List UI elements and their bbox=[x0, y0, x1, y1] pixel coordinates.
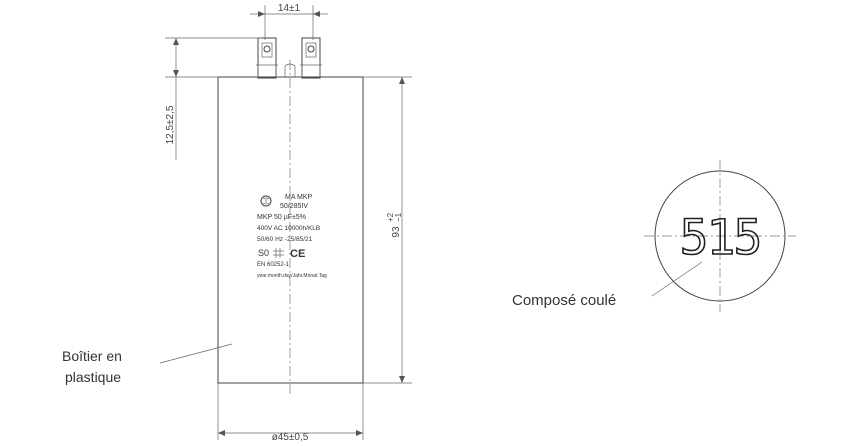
top-view-code: 515 bbox=[680, 210, 761, 266]
housing-leader-line bbox=[159, 343, 233, 364]
housing-label-line2: plastique bbox=[65, 369, 121, 385]
capacitor-body bbox=[217, 76, 364, 384]
marking-line4: 400V AC 10000h/KLB bbox=[257, 225, 320, 232]
marking-date-format: year.month.day/Jahr.Monat.Tag bbox=[257, 273, 327, 279]
marking-standard: EN 60252-1 bbox=[257, 262, 290, 268]
dim-terminal-height-text: 12,5±2,5 bbox=[165, 105, 176, 144]
marking-line3: MKP 50 µF±5% bbox=[257, 214, 306, 221]
ce-mark: CE bbox=[290, 248, 305, 260]
terminal-left bbox=[256, 37, 278, 79]
marking-s0: S0 bbox=[258, 248, 269, 258]
dim-height-text: 93 bbox=[391, 226, 402, 238]
marking-line1: MA MKP bbox=[285, 194, 313, 201]
compound-leader-line bbox=[651, 261, 703, 297]
center-tab bbox=[284, 63, 296, 77]
dimension-terminal-height: 12,5±2,5 bbox=[165, 37, 262, 160]
dim-height-tol-lower: −1 bbox=[394, 212, 403, 222]
compound-label: Composé coulé bbox=[512, 292, 616, 309]
top-view: 515 bbox=[644, 160, 796, 312]
manufacturer-logo-icon bbox=[260, 195, 272, 207]
dim-terminal-spacing-text: 14±1 bbox=[278, 3, 301, 14]
marking-label: MA MKP 50/285IV MKP 50 µF±5% 400V AC 100… bbox=[257, 194, 327, 279]
marking-line2: 50/285IV bbox=[280, 203, 308, 210]
dim-height-tol-upper: +2 bbox=[386, 212, 395, 222]
housing-label-line1: Boîtier en bbox=[62, 348, 122, 364]
hash-symbol-icon bbox=[273, 248, 284, 258]
dimension-terminal-spacing: 14±1 bbox=[250, 3, 328, 40]
dim-diameter-text: ø45±0,5 bbox=[272, 432, 309, 443]
terminal-right bbox=[300, 37, 322, 79]
dimension-diameter: ø45±0,5 bbox=[217, 383, 364, 443]
marking-line5: 50/60 Hz -25/85/21 bbox=[257, 236, 313, 243]
dimension-height: 93 +2 −1 bbox=[363, 76, 412, 384]
